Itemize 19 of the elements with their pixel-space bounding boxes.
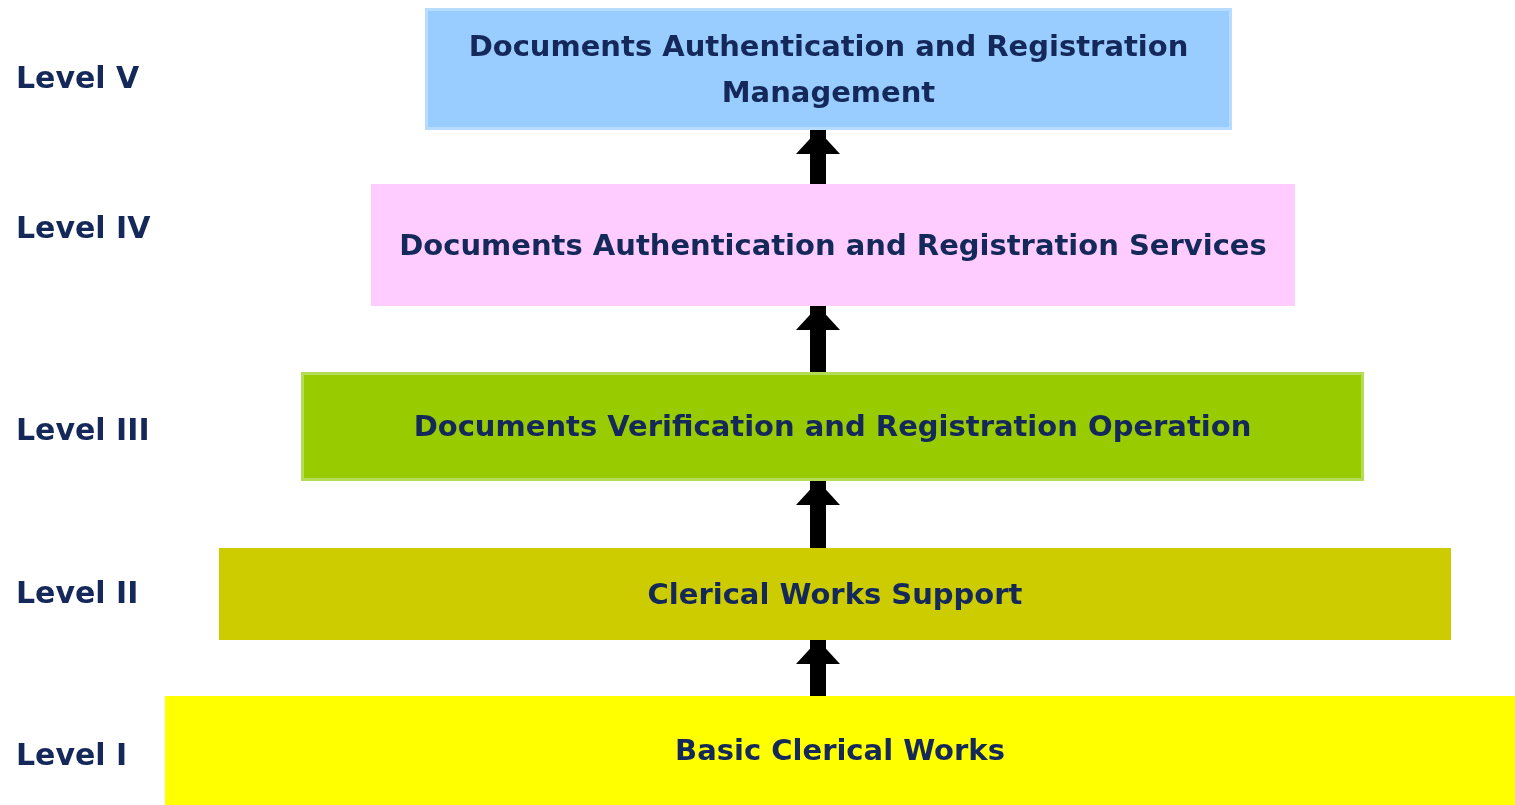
level-box — [219, 548, 1451, 640]
level-box — [165, 696, 1515, 805]
level-label: Level III — [16, 412, 150, 447]
level-label: Level IV — [16, 210, 151, 245]
level-title: Clerical Works Support — [646, 575, 1024, 613]
arrow — [796, 130, 840, 184]
level-title: Basic Clerical Works — [674, 732, 1006, 770]
level-box — [425, 8, 1232, 130]
level-title: Documents Authentication and Registration Management — [467, 27, 1190, 111]
arrow — [796, 306, 840, 372]
arrow — [796, 640, 840, 696]
level-label: Level V — [16, 60, 140, 95]
level-label: Level II — [16, 575, 139, 610]
level-box — [371, 184, 1295, 306]
level-box — [301, 372, 1364, 481]
level-title: Documents Authentication and Registration Services — [398, 226, 1268, 264]
level-label: Level I — [16, 737, 128, 772]
arrow — [796, 481, 840, 548]
level-title: Documents Verification and Registration Operation — [412, 408, 1253, 446]
